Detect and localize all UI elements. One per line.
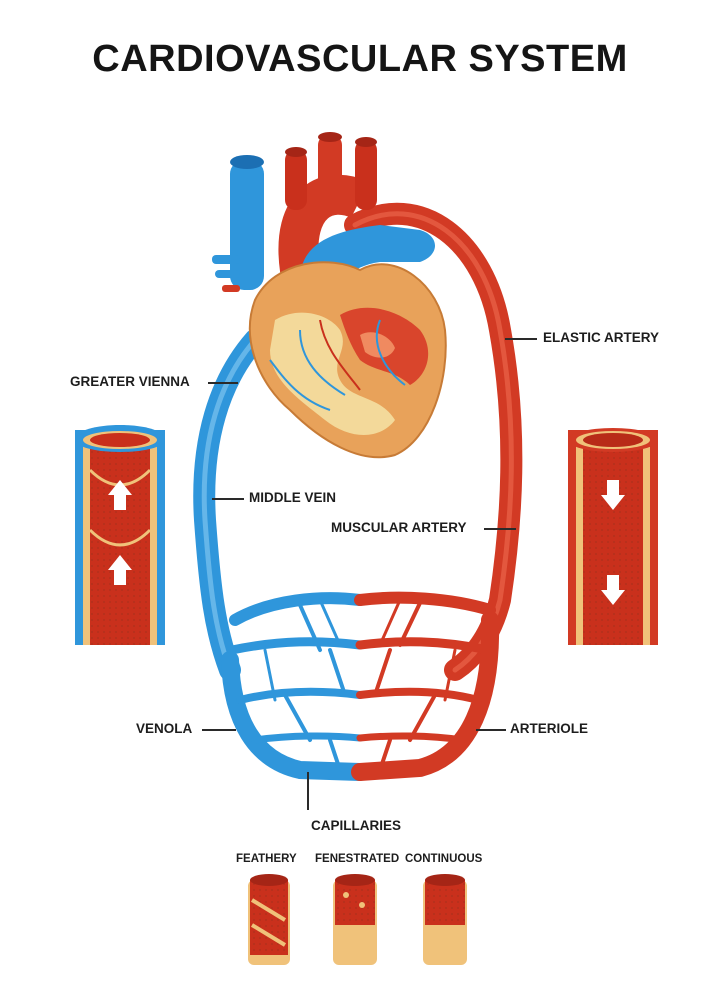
capillary-feathery: [248, 874, 290, 965]
vein-cross-section: [75, 425, 165, 645]
page-title: CARDIOVASCULAR SYSTEM: [92, 38, 628, 80]
venola-leader: [202, 729, 236, 731]
heart: [248, 261, 447, 459]
artery-cross-section: [568, 428, 658, 645]
greater-vienna-leader: [208, 382, 238, 384]
muscular-artery-leader: [484, 528, 516, 530]
capillary-type-feathery-label: FEATHERY: [236, 853, 297, 865]
elastic-artery-leader: [505, 338, 537, 340]
capillaries-leader: [307, 772, 309, 810]
aorta-arch: [278, 132, 377, 273]
down-arrow-icon: [601, 575, 625, 605]
muscular-artery-label: MUSCULAR ARTERY: [331, 520, 467, 535]
capillary-type-continuous-label: CONTINUOUS: [405, 853, 483, 865]
arteriole-network: [351, 591, 500, 781]
middle-vein-leader: [212, 498, 244, 500]
capillary-continuous: [423, 874, 467, 965]
capillary-type-fenestrated-label: FENESTRATED: [315, 853, 400, 865]
venola-label: VENOLA: [136, 721, 193, 736]
up-arrow-icon: [108, 480, 132, 510]
venola-network: [221, 592, 369, 781]
capillaries-label: CAPILLARIES: [311, 818, 402, 833]
arteriole-leader: [476, 729, 506, 731]
middle-vein-label: MIDDLE VEIN: [249, 490, 337, 505]
capillary-fenestrated: [333, 874, 377, 965]
down-arrow-icon: [601, 480, 625, 510]
up-arrow-icon: [108, 555, 132, 585]
arteriole-label: ARTERIOLE: [510, 721, 589, 736]
greater-vienna-label: GREATER VIENNA: [70, 374, 190, 389]
elastic-artery-label: ELASTIC ARTERY: [543, 330, 660, 345]
